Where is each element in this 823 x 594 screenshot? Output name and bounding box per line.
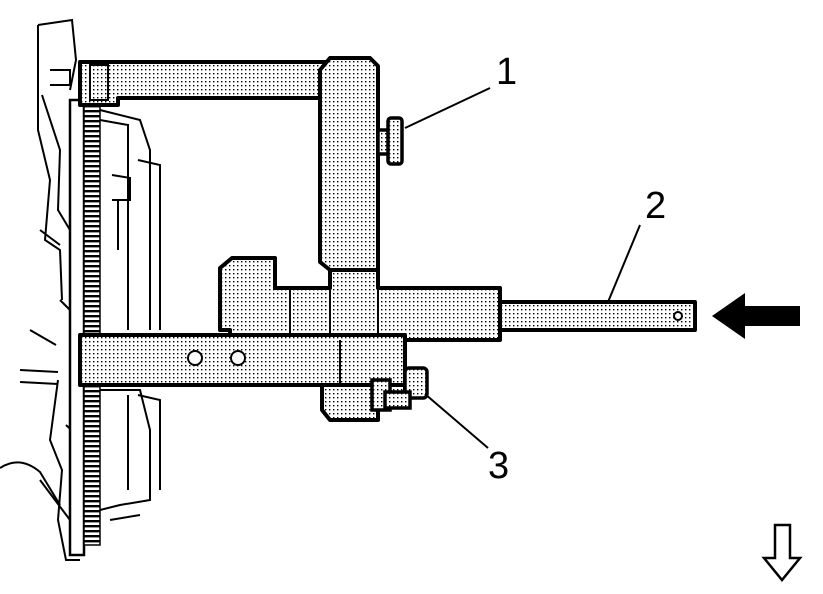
rod-hole bbox=[673, 311, 683, 321]
arrow-down-outline-icon bbox=[761, 523, 803, 582]
nut-3 bbox=[370, 366, 429, 412]
shaft-hole-1 bbox=[187, 350, 203, 366]
tool-top-arm bbox=[78, 60, 332, 107]
tool-vertical-column bbox=[318, 56, 380, 272]
leader-line-2 bbox=[607, 224, 641, 303]
shaft-hole-2 bbox=[230, 350, 246, 366]
leader-lines bbox=[404, 87, 641, 449]
flywheel bbox=[68, 98, 101, 557]
callout-1: 1 bbox=[496, 51, 517, 93]
alignment-tool bbox=[78, 56, 697, 422]
leader-line-3 bbox=[424, 393, 489, 449]
callout-3: 3 bbox=[488, 445, 509, 487]
tool-details bbox=[89, 64, 683, 385]
callout-2: 2 bbox=[645, 185, 666, 227]
bolt-1 bbox=[376, 116, 404, 166]
leader-line-1 bbox=[404, 87, 491, 129]
arrow-left-icon bbox=[712, 293, 800, 339]
push-rod bbox=[498, 300, 697, 332]
clutch-pressure-plate bbox=[99, 109, 161, 521]
